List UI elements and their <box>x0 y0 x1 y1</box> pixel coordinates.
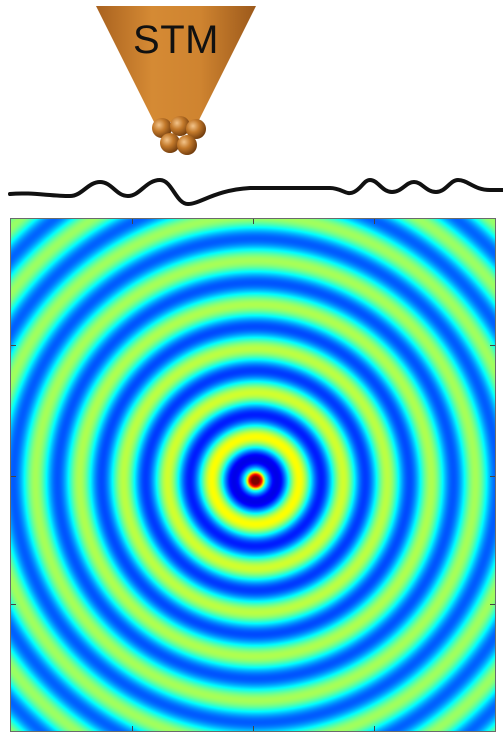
surface-profile <box>0 168 503 218</box>
tip-atom <box>160 133 180 153</box>
axis-tick <box>11 476 16 477</box>
axis-tick <box>374 726 375 731</box>
tip-atom <box>177 135 197 155</box>
axis-tick <box>132 726 133 731</box>
axis-tick <box>253 219 254 224</box>
ldos-map <box>10 218 496 732</box>
axis-tick <box>374 219 375 224</box>
axis-tick <box>132 219 133 224</box>
axis-tick <box>490 345 495 346</box>
axis-tick <box>11 345 16 346</box>
axis-tick <box>490 476 495 477</box>
ldos-map-image <box>10 218 496 732</box>
tip-label: STM <box>90 18 262 63</box>
axis-tick <box>253 726 254 731</box>
axis-tick <box>490 604 495 605</box>
profile-curve <box>10 180 503 204</box>
axis-tick <box>11 604 16 605</box>
